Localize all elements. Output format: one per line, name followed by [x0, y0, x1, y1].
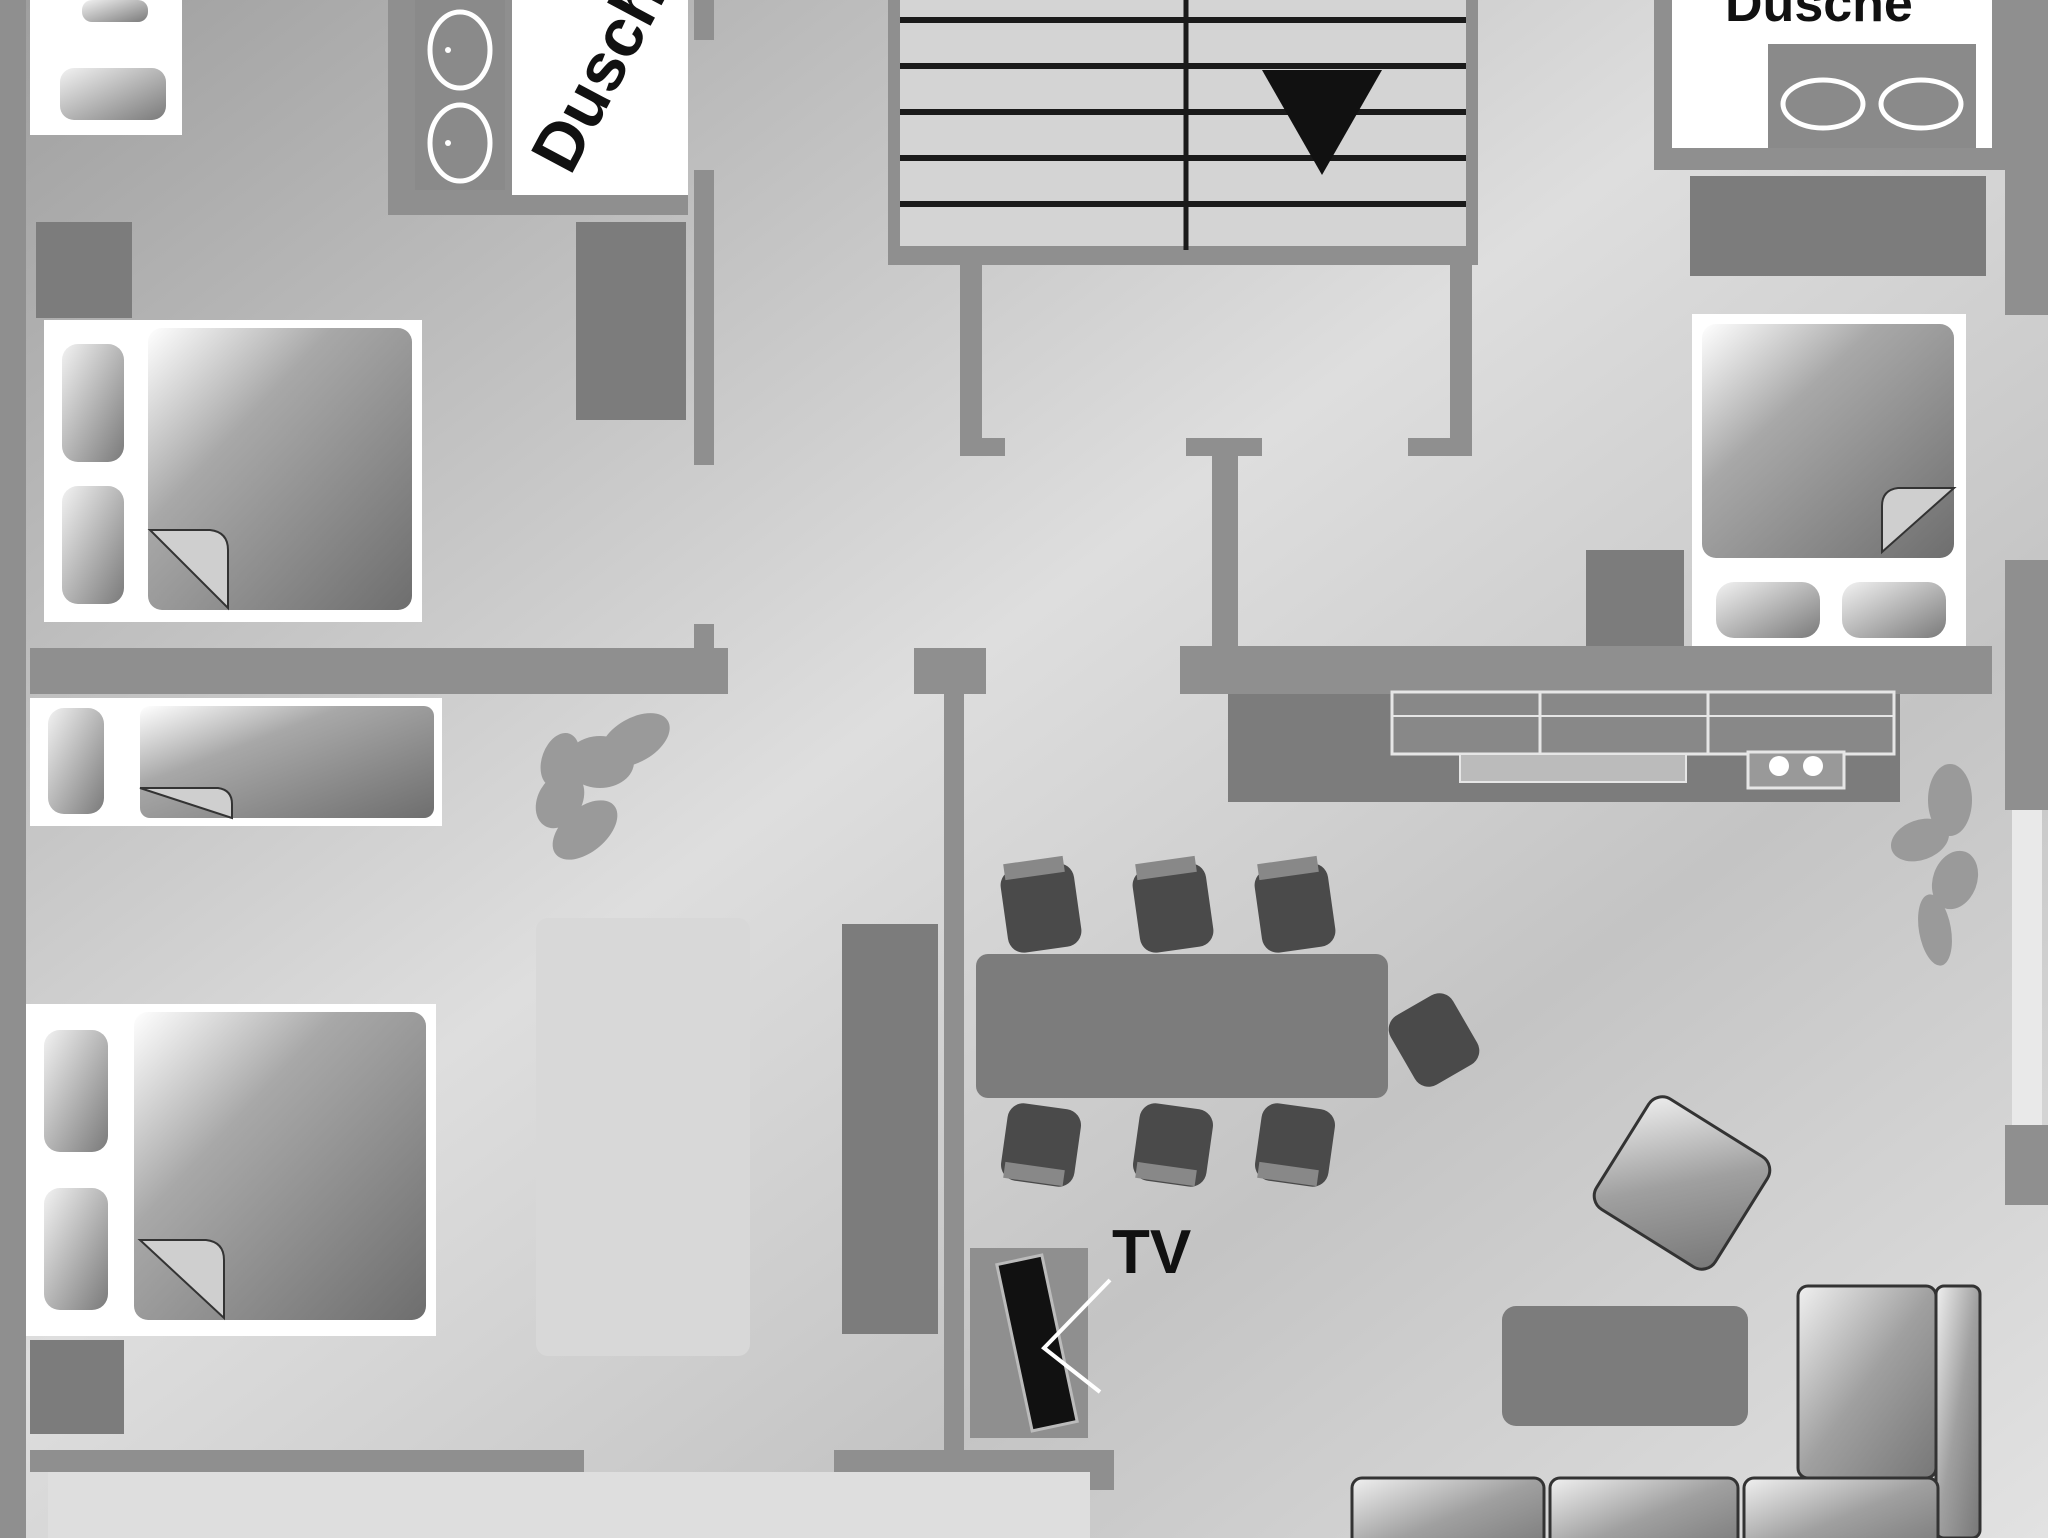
wall-segment: [1408, 438, 1472, 456]
bed-fold: [1881, 487, 1957, 555]
drain-dot: [445, 47, 451, 53]
pillow: [48, 708, 104, 814]
wardrobe: [576, 222, 686, 420]
sink-icon: [1878, 77, 1964, 131]
sofa-arm: [1934, 1284, 1982, 1538]
sideboard: [842, 924, 938, 1334]
rug: [536, 918, 750, 1356]
sink-icon: [427, 9, 493, 91]
wall-horizontal: [30, 648, 728, 694]
bed-fold: [147, 529, 229, 611]
pillow: [62, 486, 124, 604]
wall-segment: [960, 262, 982, 454]
sofa-seat: [1742, 1476, 1940, 1538]
pillow: [60, 68, 166, 120]
wall-pillar: [914, 648, 986, 694]
stove-icon: [1746, 750, 1846, 790]
wall-horizontal: [1180, 646, 1992, 694]
shower-left-sinkbar: [415, 0, 505, 190]
burner: [1769, 756, 1789, 776]
sink-icon: [1780, 77, 1866, 131]
outer-wall-right: [2005, 560, 2048, 810]
bed-fold: [139, 787, 233, 820]
stairs: [900, 0, 1466, 246]
nightstand: [36, 222, 132, 318]
pillow: [1716, 582, 1820, 638]
shower-left-floor: [512, 0, 688, 195]
pillow: [82, 0, 148, 22]
outer-wall-right: [2005, 1125, 2048, 1205]
wall-segment: [694, 624, 714, 654]
outer-wall-right: [2005, 0, 2048, 315]
wall-segment: [694, 0, 714, 40]
stair-lines: [900, 0, 1466, 250]
tv-icon: [995, 1253, 1079, 1433]
dining-table: [976, 954, 1388, 1098]
nightstand: [30, 1340, 124, 1434]
wall-segment: [1450, 262, 1472, 454]
wall-horizontal: [30, 1450, 584, 1472]
down-triangle-icon: [1262, 70, 1382, 175]
plant-icon: [1890, 764, 1979, 966]
sofa-seat: [1548, 1476, 1740, 1538]
sink-counter: [1459, 753, 1687, 783]
wardrobe: [1690, 176, 1986, 276]
bed-fold: [137, 1239, 225, 1321]
nightstand: [1586, 550, 1684, 648]
wall-segment: [1212, 438, 1238, 648]
chair: [1000, 855, 1480, 1187]
tv-label: TV: [1112, 1218, 1192, 1287]
window-strip: [2012, 810, 2042, 1125]
pillow: [1842, 582, 1946, 638]
wall-segment: [960, 438, 1005, 456]
wall-horizontal: [834, 1450, 1114, 1472]
wall-segment: [1186, 438, 1262, 456]
pillow: [44, 1030, 108, 1152]
outer-wall-left: [0, 0, 26, 1538]
sofa-seat: [1350, 1476, 1546, 1538]
wall-segment: [1090, 1450, 1114, 1490]
sink-icon: [427, 102, 493, 184]
wall-segment: [694, 170, 714, 465]
shower-right-sinkbar: [1768, 44, 1976, 148]
pillow: [62, 344, 124, 462]
sofa-seat: [1796, 1284, 1938, 1480]
drain-dot: [445, 140, 451, 146]
pillow: [44, 1188, 108, 1310]
coffee-table: [1502, 1306, 1748, 1426]
floor-white-strip: [48, 1472, 1090, 1538]
armchair: [1592, 1095, 1772, 1271]
kitchen-cabinets: [1390, 690, 1896, 756]
burner: [1803, 756, 1823, 776]
tv-pointer: [1041, 1278, 1112, 1394]
shower-label-right: Dusche: [1725, 0, 1913, 33]
plant-icon: [535, 713, 670, 860]
wall-vertical: [944, 694, 964, 1454]
